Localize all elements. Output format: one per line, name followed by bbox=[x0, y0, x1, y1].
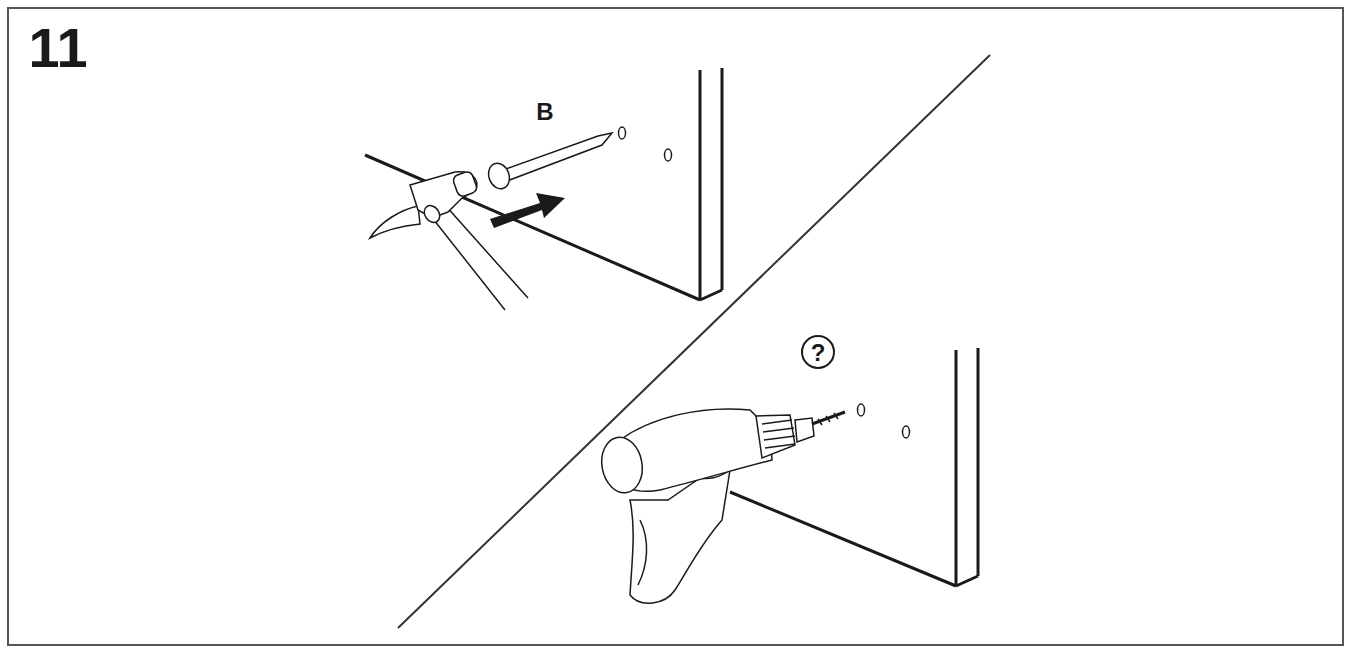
query-circle bbox=[802, 336, 834, 368]
nail bbox=[485, 133, 612, 192]
divider-line bbox=[398, 55, 990, 628]
step-number: 11 bbox=[28, 20, 87, 76]
hole bbox=[619, 127, 626, 139]
arrow bbox=[490, 193, 565, 228]
frame bbox=[8, 8, 1343, 645]
board bbox=[730, 348, 978, 586]
hole bbox=[665, 149, 672, 161]
drill bbox=[597, 409, 845, 603]
query-mark: ? bbox=[811, 341, 826, 365]
hammer bbox=[370, 170, 528, 310]
board bbox=[365, 68, 722, 300]
hole bbox=[858, 404, 865, 416]
hole bbox=[903, 426, 910, 438]
part-letter: B bbox=[536, 100, 553, 124]
